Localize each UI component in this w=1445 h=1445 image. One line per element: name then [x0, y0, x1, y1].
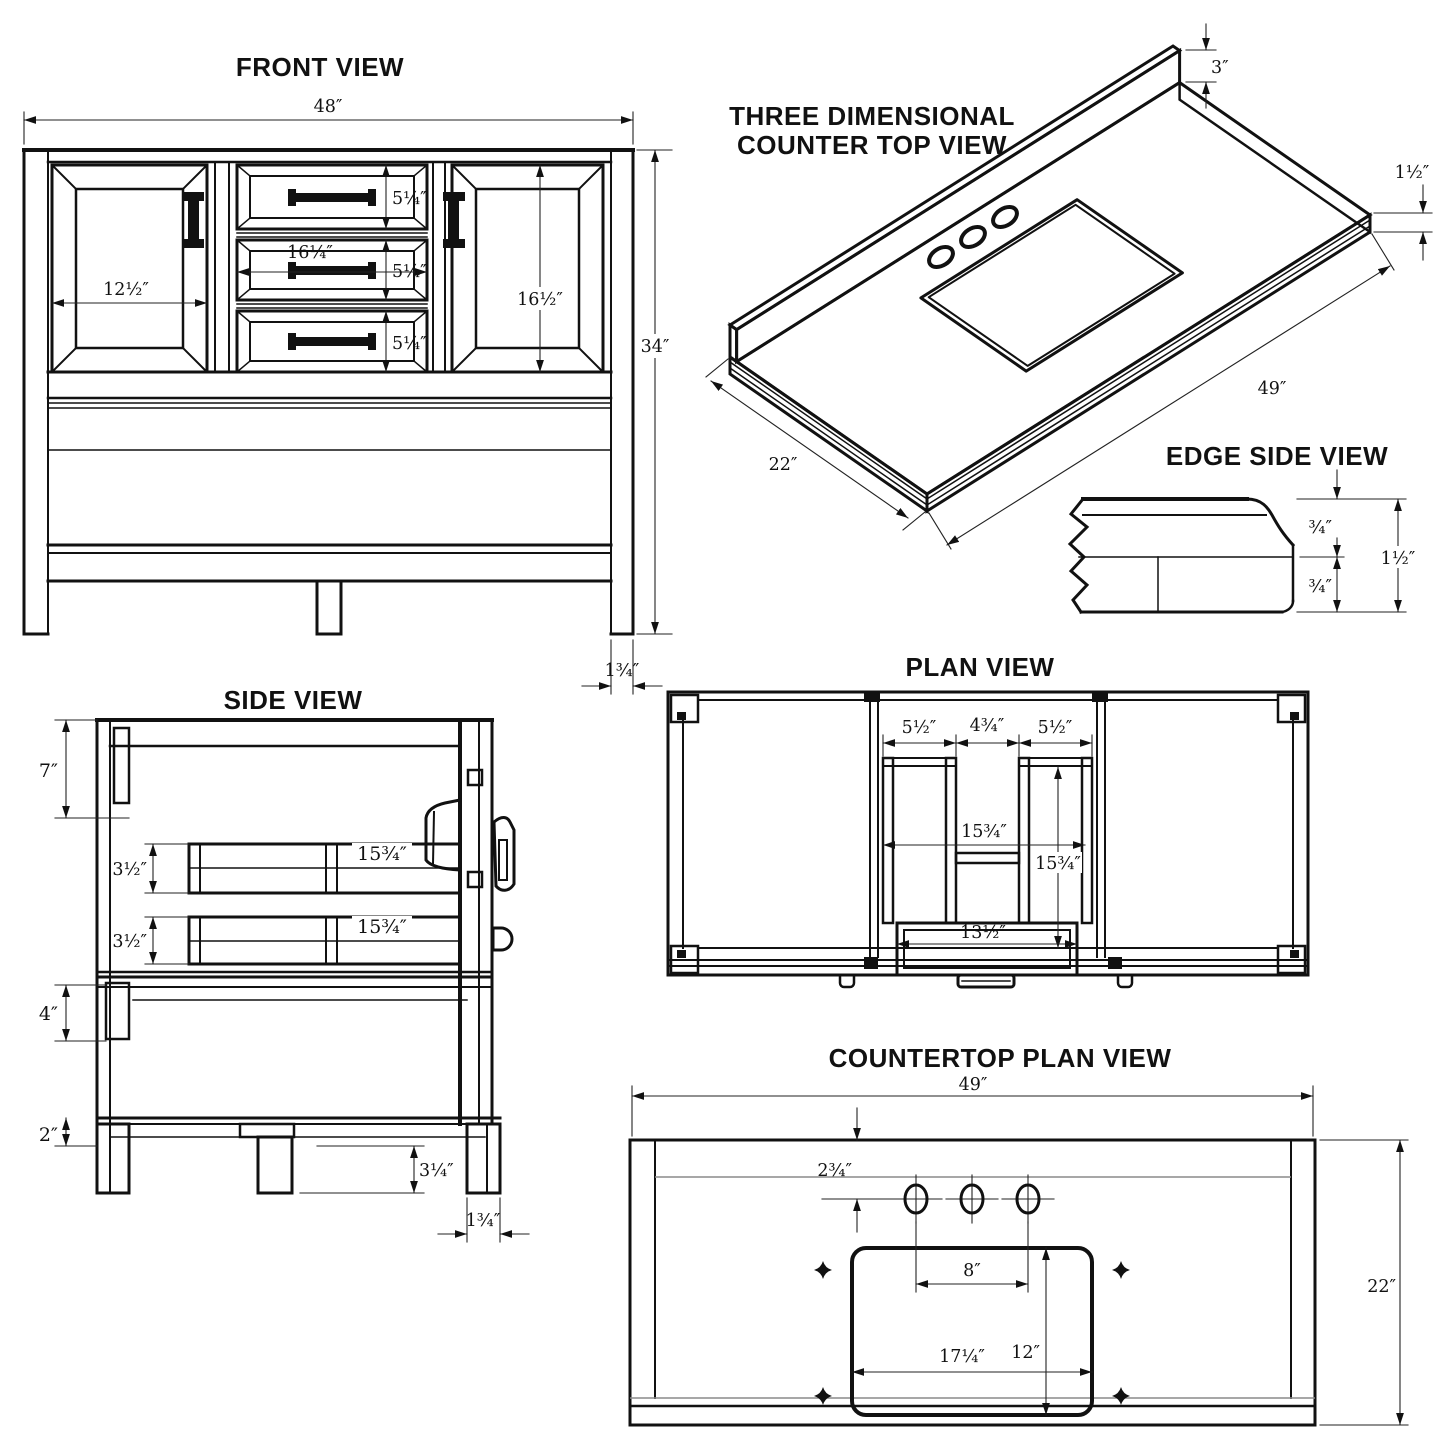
- dim-faucet-spread: 8″: [963, 1261, 981, 1281]
- left-door-handle: [182, 192, 204, 248]
- drawer-1: [235, 163, 429, 231]
- dim-side-lower-height: 4″: [39, 1003, 58, 1025]
- dim-side-top-height: 7″: [39, 760, 58, 782]
- dim-drawer-front-width: 13½″: [960, 923, 1006, 943]
- plan-view: PLAN VIEW: [666, 652, 1310, 989]
- side-view: SIDE VIEW: [39, 685, 530, 1243]
- side-drawer-box-1: [187, 842, 462, 895]
- dim-side-drawer2-height: 3½″: [112, 932, 147, 952]
- faucet-hole-3d-2: [959, 225, 987, 249]
- edge-side-view-title: EDGE SIDE VIEW: [1166, 441, 1388, 471]
- dim-slide-right-width: 5½″: [1038, 718, 1073, 738]
- front-center-foot: [315, 579, 343, 636]
- plan-foot-left: [838, 973, 856, 989]
- dim-countertop-depth: 22″: [1367, 1277, 1396, 1297]
- faucet-hole-3d-1: [927, 245, 955, 269]
- 3d-view-title-line1: THREE DIMENSIONAL: [729, 101, 1015, 131]
- faucet-holes-plan: [889, 1174, 1055, 1224]
- dim-side-drawer2-depth: 15¾″: [357, 916, 407, 938]
- plan-foot-right: [1116, 973, 1134, 989]
- sink-cutout-3d: [919, 198, 1184, 373]
- drawer-3-handle: [288, 333, 376, 350]
- drawer-2-handle: [288, 262, 376, 279]
- dim-slide-left-width: 5½″: [902, 718, 937, 738]
- dim-side-foot-height: 3¼″: [419, 1161, 454, 1181]
- faucet-hole-2: [959, 1183, 985, 1215]
- dim-edge-lower-layer: ¾″: [1309, 577, 1333, 597]
- side-drawer-box-2: [187, 915, 462, 966]
- side-knob: [491, 926, 514, 952]
- dim-backsplash-height: 3″: [1211, 58, 1229, 78]
- dim-door-height: 16½″: [517, 290, 563, 310]
- dim-counter-length: 49″: [1258, 379, 1287, 399]
- front-view-title: FRONT VIEW: [236, 52, 404, 82]
- countertop-plan-title: COUNTERTOP PLAN VIEW: [829, 1043, 1172, 1073]
- right-door-handle: [443, 192, 465, 248]
- front-view: FRONT VIEW: [22, 52, 675, 695]
- side-view-title: SIDE VIEW: [224, 685, 363, 715]
- dim-side-leg-depth: 1¾″: [466, 1211, 501, 1231]
- dim-counter-depth: 22″: [769, 455, 798, 475]
- dim-front-leg-width: 1¾″: [605, 661, 640, 681]
- mounting-marks: [814, 1261, 1130, 1405]
- side-front-leg: [465, 1122, 502, 1195]
- plan-corner-posts: [669, 693, 1307, 975]
- dim-front-total-width: 48″: [314, 97, 343, 117]
- three-dimensional-counter-top-view: THREE DIMENSIONAL COUNTER TOP VIEW: [705, 23, 1433, 550]
- dim-edge-total-thickness: 1½″: [1381, 549, 1416, 569]
- plan-center-foot: [956, 973, 1016, 989]
- plan-view-title: PLAN VIEW: [906, 652, 1055, 682]
- dim-hole-setback: 2¾″: [817, 1161, 852, 1181]
- dim-drawer-height-1: 5¼″: [392, 189, 427, 209]
- dim-countertop-width: 49″: [959, 1075, 988, 1095]
- side-center-foot: [256, 1135, 294, 1195]
- dim-edge-upper-layer: ¾″: [1309, 518, 1333, 538]
- drawer-3: [235, 309, 429, 374]
- dim-side-drawer1-depth: 15¾″: [357, 843, 407, 865]
- backsplash: [727, 44, 1183, 365]
- faucet-hole-3: [1015, 1183, 1041, 1215]
- dim-slide-depth-a: 15¾″: [961, 822, 1007, 842]
- dim-sink-depth: 12″: [1011, 1343, 1040, 1363]
- faucet-hole-3d-3: [991, 205, 1019, 229]
- dim-edge-thickness-3d: 1½″: [1395, 163, 1430, 183]
- dim-side-base-rail: 2″: [39, 1124, 58, 1146]
- side-back-leg: [95, 1122, 131, 1195]
- drawer-1-handle: [288, 189, 376, 206]
- dim-drawer-height-2: 5¼″: [392, 262, 427, 282]
- faucet-hole-1: [903, 1183, 929, 1215]
- left-door: [50, 163, 209, 374]
- sink-cutout-plan: [850, 1246, 1094, 1417]
- dim-slide-gap-width: 4¾″: [970, 716, 1005, 736]
- dim-front-total-height: 34″: [641, 337, 670, 357]
- edge-side-view: EDGE SIDE VIEW ¾″ ¾″ 1½″: [1067, 441, 1418, 615]
- countertop-outline: [628, 1138, 1317, 1427]
- dim-sink-width: 17¼″: [939, 1347, 985, 1367]
- countertop-plan-view: COUNTERTOP PLAN VIEW 49″ 2¾″: [628, 1043, 1409, 1427]
- dim-slide-depth-b: 15¾″: [1035, 854, 1081, 874]
- dim-door-width: 12½″: [103, 280, 149, 300]
- dim-drawer-height-3: 5¼″: [392, 334, 427, 354]
- right-door: [443, 163, 605, 374]
- dim-side-drawer1-height: 3½″: [112, 860, 147, 880]
- 3d-view-title-line2: COUNTER TOP VIEW: [737, 130, 1007, 160]
- dim-middle-drawer-width: 16¼″: [287, 243, 333, 263]
